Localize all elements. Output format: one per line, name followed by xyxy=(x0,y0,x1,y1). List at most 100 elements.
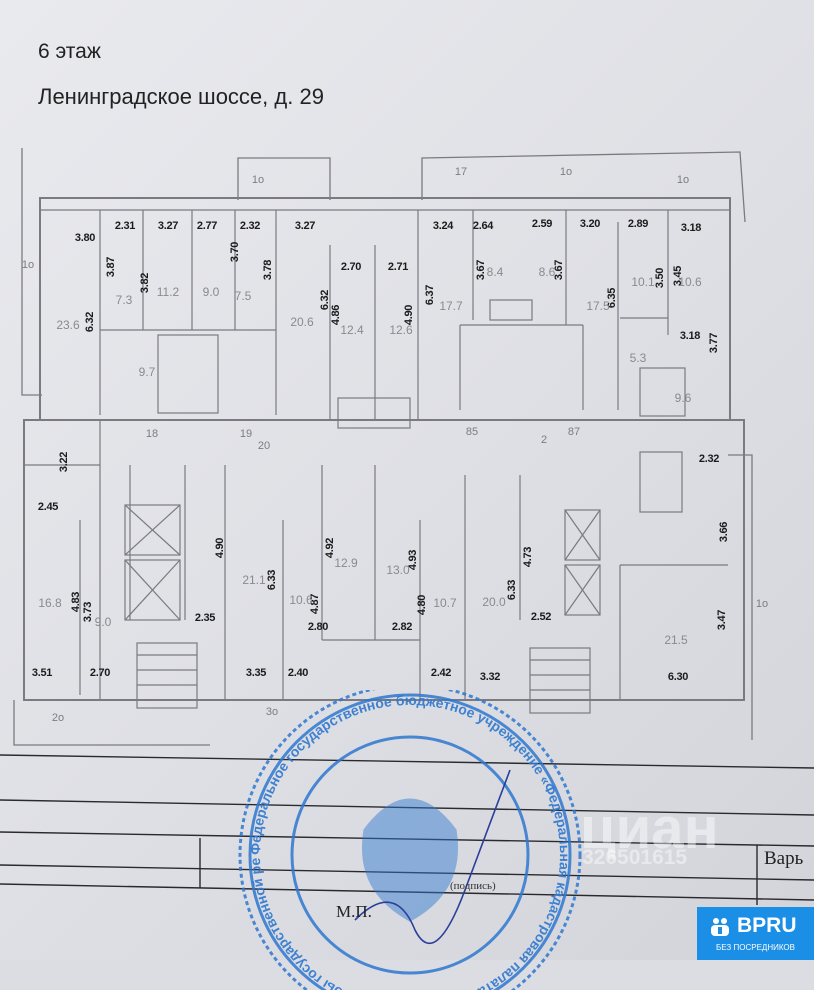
zone-label: 1о xyxy=(755,598,769,610)
dimension-label: 3.50 xyxy=(654,267,666,289)
table-cell-text: Варь xyxy=(764,848,804,869)
dimension-label: 3.20 xyxy=(579,218,601,230)
floor-plan xyxy=(0,148,814,905)
dimension-label: 6.37 xyxy=(424,284,436,306)
zone-label: 17 xyxy=(454,166,468,178)
room-area: 8.6 xyxy=(538,265,556,279)
dimension-label: 2.40 xyxy=(287,667,309,679)
room-area: 16.8 xyxy=(38,596,62,610)
room-area: 12.9 xyxy=(334,556,358,570)
dimension-label: 2.32 xyxy=(698,453,720,465)
badge-tagline: БЕЗ ПОСРЕДНИКОВ xyxy=(716,943,795,952)
dimension-label: 2.89 xyxy=(627,218,649,230)
dimension-label: 3.18 xyxy=(680,222,702,234)
room-area: 9.0 xyxy=(202,285,220,299)
zone-label: 19 xyxy=(239,428,253,440)
dimension-label: 6.30 xyxy=(667,671,689,683)
zone-label: 1о xyxy=(21,259,35,271)
room-area: 23.6 xyxy=(56,318,80,332)
room-area: 10.7 xyxy=(433,596,457,610)
room-area: 20.0 xyxy=(482,595,506,609)
room-area: 12.6 xyxy=(389,323,413,337)
dimension-label: 6.33 xyxy=(266,569,278,591)
dimension-label: 6.33 xyxy=(506,579,518,601)
room-area: 8.4 xyxy=(486,265,504,279)
zone-label: 2о xyxy=(51,712,65,724)
badge-brand: BPRU xyxy=(737,914,797,937)
room-area: 17.5 xyxy=(586,299,610,313)
room-area: 7.3 xyxy=(115,293,133,307)
dimension-label: 4.83 xyxy=(70,591,82,613)
room-area: 9.0 xyxy=(94,615,112,629)
dimension-label: 3.66 xyxy=(718,521,730,543)
dimension-label: 2.77 xyxy=(196,220,218,232)
zone-label: 1о xyxy=(251,174,265,186)
dimension-label: 3.27 xyxy=(294,220,316,232)
dimension-label: 3.87 xyxy=(105,256,117,278)
dimension-label: 3.32 xyxy=(479,671,501,683)
signature-label: (подпись) xyxy=(450,880,496,892)
official-stamp: Федеральное государственное бюджетное уч… xyxy=(225,690,582,990)
room-area: 21.5 xyxy=(664,633,688,647)
dimension-label: 3.77 xyxy=(708,332,720,354)
address-title: Ленинградское шоссе, д. 29 xyxy=(38,84,324,109)
bpru-badge[interactable]: BPRU БЕЗ ПОСРЕДНИКОВ xyxy=(697,907,814,960)
zone-label: 87 xyxy=(567,426,581,438)
dimension-label: 3.51 xyxy=(31,667,53,679)
watermark-brand: циан xyxy=(580,796,719,861)
zone-label: 1о xyxy=(559,166,573,178)
room-area: 7.5 xyxy=(234,289,252,303)
document-photo xyxy=(0,0,814,960)
dimension-label: 3.78 xyxy=(262,259,274,281)
dimension-label: 3.35 xyxy=(245,667,267,679)
dimension-label: 2.32 xyxy=(239,220,261,232)
dimension-label: 2.42 xyxy=(430,667,452,679)
zone-label: 18 xyxy=(145,428,159,440)
zone-label: 2 xyxy=(540,434,548,446)
room-area: 17.7 xyxy=(439,299,463,313)
room-area: 9.6 xyxy=(674,391,692,405)
room-area: 10.1 xyxy=(631,275,655,289)
dimension-label: 3.18 xyxy=(679,330,701,342)
room-area: 10.6 xyxy=(289,593,313,607)
dimension-label: 3.22 xyxy=(58,451,70,473)
room-area: 20.6 xyxy=(290,315,314,329)
room-area: 10.6 xyxy=(678,275,702,289)
dimension-label: 4.73 xyxy=(522,546,534,568)
room-area: 13.0 xyxy=(386,563,410,577)
room-area: 21.1 xyxy=(242,573,266,587)
dimension-label: 3.67 xyxy=(475,259,487,281)
stamp-place-label: М.П. xyxy=(336,902,372,921)
dimension-label: 3.70 xyxy=(229,241,241,263)
dimension-label: 4.90 xyxy=(214,537,226,559)
dimension-label: 3.47 xyxy=(716,609,728,631)
dimension-label: 6.32 xyxy=(84,311,96,333)
zone-label: 20 xyxy=(257,440,271,452)
zone-label: 1о xyxy=(676,174,690,186)
room-area: 12.4 xyxy=(340,323,364,337)
dimension-label: 3.27 xyxy=(157,220,179,232)
dimension-label: 2.31 xyxy=(114,220,136,232)
dimension-label: 4.80 xyxy=(416,594,428,616)
dimension-label: 3.24 xyxy=(432,220,454,232)
dimension-label: 3.73 xyxy=(82,601,94,623)
dimension-label: 2.70 xyxy=(89,667,111,679)
room-area: 5.3 xyxy=(629,351,647,365)
floor-title: 6 этаж xyxy=(38,40,101,63)
dimension-label: 2.64 xyxy=(472,220,494,232)
dimension-label: 2.71 xyxy=(387,261,409,273)
dimension-label: 2.59 xyxy=(531,218,553,230)
dimension-label: 2.45 xyxy=(37,501,59,513)
dimension-label: 2.70 xyxy=(340,261,362,273)
zone-label: 85 xyxy=(465,426,479,438)
dimension-label: 3.82 xyxy=(139,272,151,294)
people-icon xyxy=(711,918,729,936)
watermark-id: 326501615 xyxy=(582,846,688,869)
dimension-label: 2.82 xyxy=(391,621,413,633)
signature xyxy=(354,769,511,945)
dimension-label: 2.80 xyxy=(307,621,329,633)
zone-label: 3о xyxy=(265,706,279,718)
dimension-label: 2.52 xyxy=(530,611,552,623)
dimension-label: 3.80 xyxy=(74,232,96,244)
room-area: 9.7 xyxy=(138,365,156,379)
